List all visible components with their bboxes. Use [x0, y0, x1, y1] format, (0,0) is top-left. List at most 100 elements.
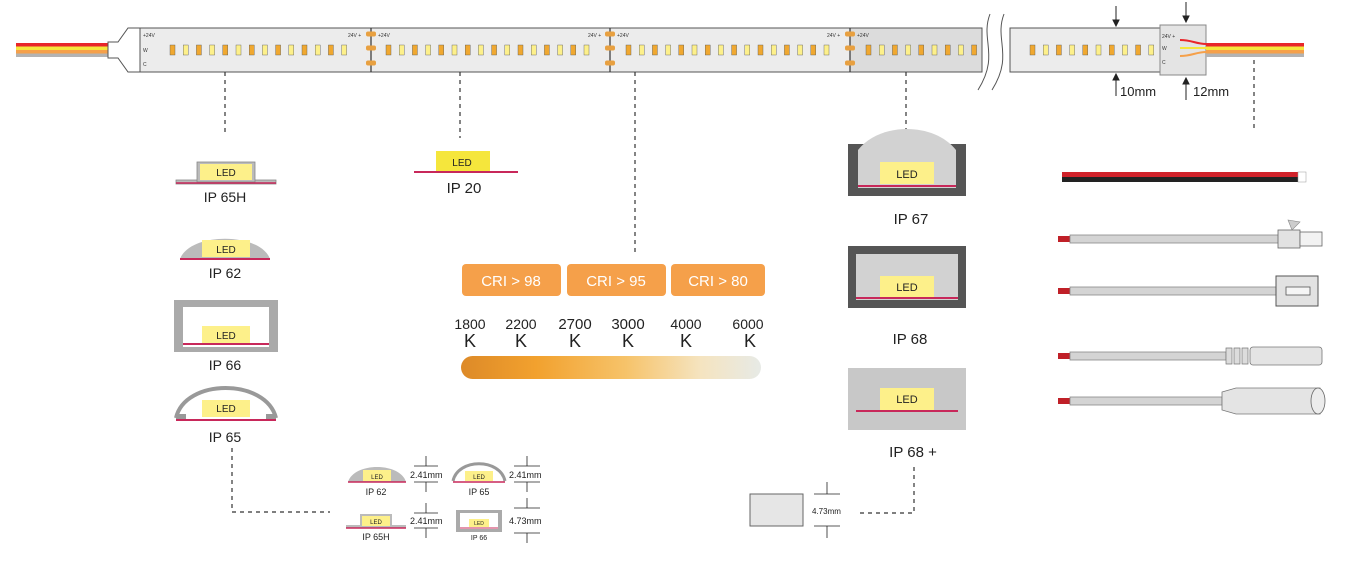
- led-chip: [196, 44, 202, 56]
- cri-95-badge: [567, 264, 666, 296]
- led-chip: [209, 44, 215, 56]
- led-chip: [504, 44, 510, 56]
- ip20-led-text: LED: [452, 158, 471, 169]
- dc-male-plug: [1058, 346, 1323, 366]
- solder-pad: [366, 45, 376, 51]
- small-ip65: LED: [451, 462, 507, 483]
- cri-98-text: CRI > 98: [481, 273, 541, 290]
- led-chip: [451, 44, 458, 56]
- ip67-label: IP 67: [894, 211, 929, 228]
- led-chip: [425, 44, 431, 56]
- led-chip: [1135, 44, 1141, 56]
- ip65-profile: LED: [174, 386, 278, 421]
- led-chip: [301, 44, 308, 56]
- cct-values: 1800 K 2200 K 2700 K 3000 K 4000 K 6000 …: [454, 316, 763, 351]
- led-chip: [625, 44, 632, 56]
- ip68plus-section-box: [749, 493, 804, 527]
- box-dim-label: 4.73mm: [812, 507, 841, 516]
- leader-lines: [224, 60, 1255, 514]
- led-chip: [438, 44, 444, 56]
- led-chip: [918, 44, 924, 56]
- led-chip: [1095, 44, 1102, 56]
- led-chip: [1069, 44, 1075, 56]
- led-chip: [757, 44, 764, 56]
- seg3-right-label: 24V +: [827, 33, 840, 39]
- led-chip: [570, 44, 576, 56]
- ip68plus-led-text: LED: [896, 394, 917, 406]
- led-chip: [718, 44, 724, 56]
- ip65-label: IP 65: [209, 429, 242, 445]
- led-chip: [235, 44, 242, 56]
- led-chip: [892, 44, 898, 56]
- cri-95-text: CRI > 95: [586, 273, 646, 290]
- led-chip: [478, 44, 484, 56]
- small-dim-brackets: [414, 456, 540, 543]
- ip68-label: IP 68: [893, 331, 928, 348]
- solder-pad: [605, 60, 615, 66]
- seg2-left-label: +24V: [378, 33, 390, 39]
- led-chip: [275, 44, 281, 56]
- led-chip: [222, 44, 229, 56]
- end-cap-w: W: [1162, 46, 1167, 52]
- ip20-label: IP 20: [447, 180, 482, 197]
- left-end-cap: [107, 27, 141, 73]
- led-chip: [315, 44, 321, 56]
- red-black-wire: [1062, 171, 1307, 183]
- small-ip66: LED: [456, 510, 502, 532]
- ip66-profile: LED: [174, 300, 278, 352]
- small-ip65h-led: LED: [370, 520, 382, 526]
- led-chip: [865, 44, 872, 56]
- led-chip: [1148, 44, 1155, 56]
- led-chip: [399, 44, 405, 56]
- solder-pad: [366, 31, 376, 37]
- ip68-profile: LED: [848, 246, 966, 308]
- box-dim-bracket: [814, 482, 840, 538]
- led-chip: [639, 44, 645, 56]
- small-ip65-label: IP 65: [469, 487, 490, 497]
- led-chip: [945, 44, 951, 56]
- led-chip: [771, 44, 777, 56]
- led-chip: [1056, 44, 1062, 56]
- ip68plus-label: IP 68 +: [889, 444, 937, 461]
- ip68-led-text: LED: [896, 282, 917, 294]
- solder-pad: [845, 60, 855, 66]
- led-chip: [652, 44, 658, 56]
- ip66-label: IP 66: [209, 357, 242, 373]
- led-chip: [691, 44, 698, 56]
- ip65h-led-text: LED: [216, 168, 235, 179]
- seg1-left-label: +24V: [143, 33, 155, 39]
- led-chip: [341, 44, 347, 56]
- cri-badges: CRI > 98 CRI > 95 CRI > 80: [462, 264, 765, 296]
- small-ip62: LED: [348, 467, 406, 483]
- led-chip: [744, 44, 750, 56]
- led-chip: [583, 44, 590, 56]
- small-ip65-dim: 2.41mm: [509, 470, 542, 480]
- cct-2700: 2700: [558, 316, 591, 333]
- small-ip62-led: LED: [371, 475, 383, 481]
- led-chip: [531, 44, 537, 56]
- led-chip: [182, 44, 189, 56]
- ip62-led-text: LED: [216, 245, 235, 256]
- small-ip65-led: LED: [473, 475, 485, 481]
- led-chip: [1108, 44, 1115, 56]
- led-chip: [1029, 44, 1036, 56]
- ip65-led-text: LED: [216, 404, 235, 415]
- small-ip66-label: IP 66: [471, 535, 487, 542]
- solder-pad: [366, 60, 376, 66]
- cct-2700-unit: K: [569, 331, 581, 351]
- led-chip: [971, 44, 977, 56]
- led-strip: 24V + W C +24V 24V + +24V 24V + +24V 24V…: [16, 13, 1304, 91]
- end-cap-label: 24V +: [1162, 34, 1175, 40]
- dc-female-socket: [1058, 387, 1326, 415]
- led-chip: [784, 44, 790, 56]
- led-chip: [678, 44, 684, 56]
- led-chips: [169, 31, 1155, 66]
- jst-male-connector: [1058, 219, 1323, 249]
- dim-10mm-label: 10mm: [1120, 84, 1156, 99]
- ip66-led-text: LED: [216, 331, 235, 342]
- ip68plus-profile: LED: [848, 368, 966, 430]
- strip-break-mark: [977, 13, 1005, 91]
- solder-pad: [605, 45, 615, 51]
- seg2-right-label: 24V +: [588, 33, 601, 39]
- led-chip: [1082, 44, 1089, 56]
